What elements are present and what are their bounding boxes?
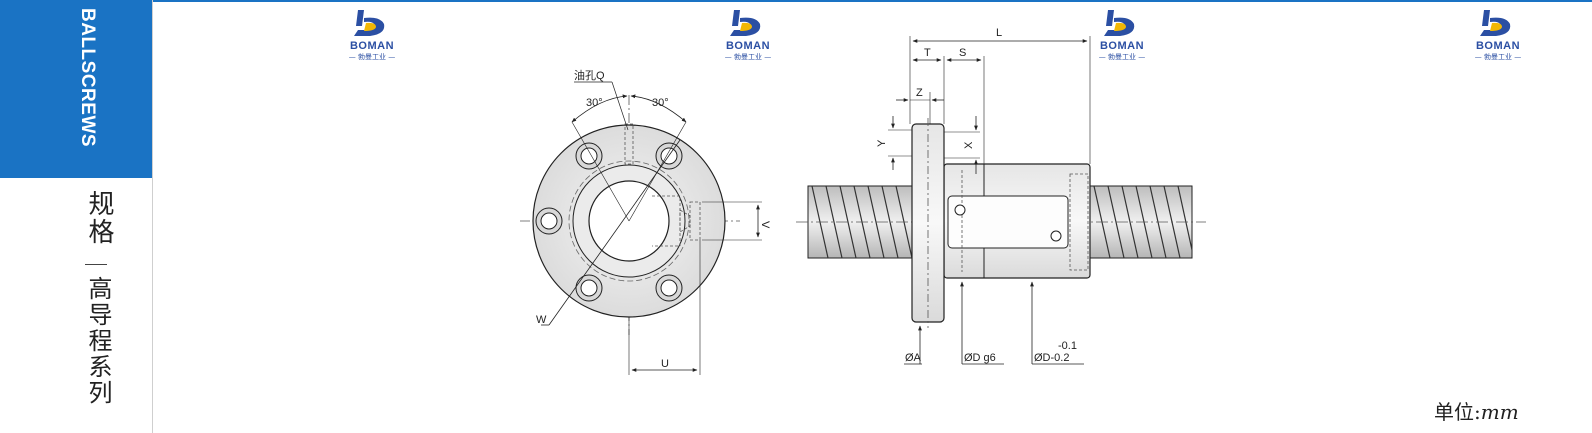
boman-logo: BOMAN — 勃曼工业 — xyxy=(1458,8,1538,68)
boman-logo: BOMAN — 勃曼工业 — xyxy=(708,8,788,68)
logo-tagline: — 勃曼工业 — xyxy=(1474,53,1522,61)
dim-y-label: Y xyxy=(876,139,888,147)
title-divider xyxy=(85,264,107,265)
angle-right-label: 30° xyxy=(652,97,669,109)
logo-brand: BOMAN xyxy=(1099,40,1145,52)
angle-left-label: 30° xyxy=(586,97,603,109)
logo-tagline: — 勃曼工业 — xyxy=(724,53,772,61)
dim-a-label: ØA xyxy=(905,352,922,364)
dim-v-label: V xyxy=(759,221,771,229)
unit-label: 单位:mm xyxy=(1434,396,1519,425)
category-tab: BALLSCREWS xyxy=(0,0,152,178)
logo-brand: BOMAN xyxy=(1475,40,1521,52)
dim-d-label: ØD g6 xyxy=(964,352,996,364)
dim-t-label: T xyxy=(924,47,931,59)
sidebar-divider-line xyxy=(152,0,153,433)
boman-logo-mark xyxy=(1480,10,1511,36)
bolt-holes xyxy=(535,142,683,302)
dim-l-label: L xyxy=(996,27,1002,39)
boman-logo-mark xyxy=(354,10,385,36)
boman-logo: BOMAN — 勃曼工业 — xyxy=(332,8,412,68)
front-view: 油孔Q 30° 30° V W U xyxy=(520,68,771,375)
section-subtitle: 高导程系列 xyxy=(84,276,112,406)
boman-logo-mark xyxy=(730,10,761,36)
dim-d2-label: ØD-0.2 xyxy=(1034,352,1069,364)
dim-w-label: W xyxy=(536,314,547,326)
oil-hole-label: 油孔Q xyxy=(574,68,605,82)
boman-logo: BOMAN — 勃曼工业 — xyxy=(1082,8,1162,68)
unit-value: mm xyxy=(1480,400,1519,424)
section-title: 规格 xyxy=(84,190,114,246)
logo-brand: BOMAN xyxy=(725,40,771,52)
side-view: L T S Z Y X ØA ØD g6 -0.1 ØD-0.2 xyxy=(796,27,1206,365)
boman-logo-mark xyxy=(1104,10,1135,36)
dim-s-label: S xyxy=(959,47,966,59)
top-accent-line xyxy=(0,0,1592,2)
logo-brand: BOMAN xyxy=(349,40,395,52)
unit-prefix: 单位: xyxy=(1434,400,1481,424)
logo-tagline: — 勃曼工业 — xyxy=(1098,53,1146,61)
category-tab-label: BALLSCREWS xyxy=(77,8,98,148)
dim-u-label: U xyxy=(661,358,669,370)
dim-x-label: X xyxy=(963,141,975,149)
logo-tagline: — 勃曼工业 — xyxy=(348,53,396,61)
dim-d2-tolerance: -0.1 xyxy=(1058,340,1077,352)
dim-z-label: Z xyxy=(916,87,923,99)
